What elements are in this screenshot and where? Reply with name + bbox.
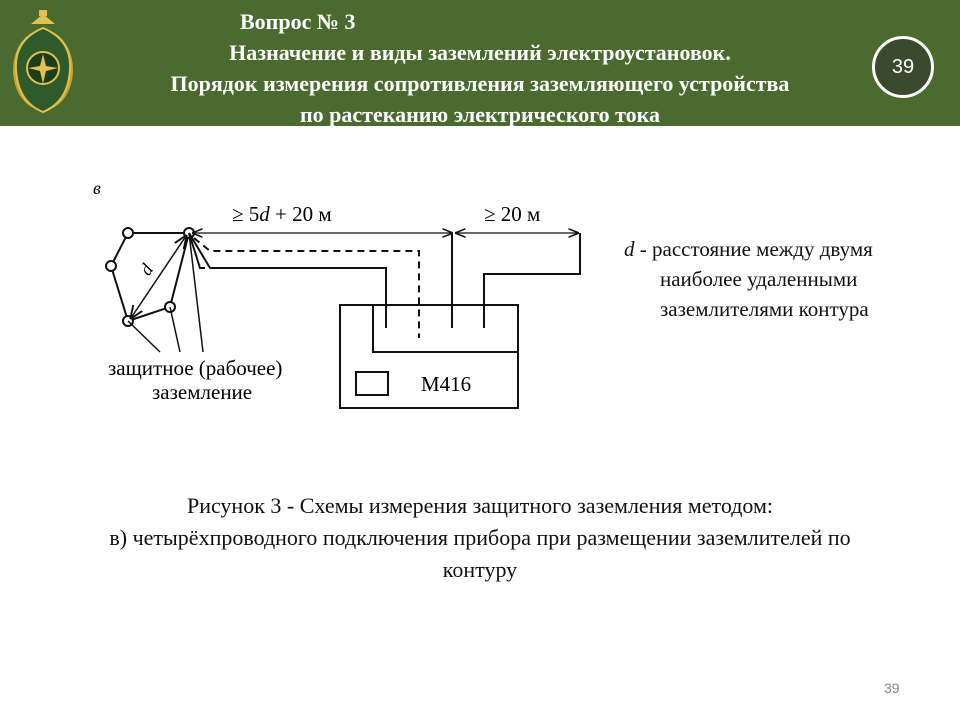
slide-title-line-3: по растеканию электрического тока: [299, 102, 661, 126]
device-display: [355, 371, 389, 396]
slide-title-line-2: Порядок измерения сопротивления заземляю…: [170, 71, 790, 96]
potential-wire-dashed: [193, 237, 420, 338]
contour-distance-label: d: [135, 259, 157, 278]
d-definition-line-2: наиболее удаленными: [660, 267, 858, 291]
distance-d-arrow: [131, 236, 186, 318]
dimension-left-label: ≥ 5d + 20 м: [232, 202, 332, 226]
military-emblem-icon: [13, 10, 73, 114]
question-number: Вопрос № 3: [240, 9, 356, 34]
grounding-measurement-diagram: в d защитное (рабочее) заземление ≥ 5d +…: [93, 178, 581, 409]
d-definition: d - расстояние между двумя наиболее удал…: [624, 234, 944, 324]
label-leader-lines: [127, 232, 204, 353]
slide-title-line-1: Назначение и виды заземлений электроуста…: [229, 40, 731, 65]
slide-number-badge: 39: [872, 36, 934, 98]
caption-line-3: контуру: [442, 557, 518, 582]
dimension-right-label: ≥ 20 м: [484, 202, 540, 226]
d-definition-line-1: d - расстояние между двумя: [624, 237, 873, 261]
figure-caption: Рисунок 3 - Схемы измерения защитного за…: [0, 490, 960, 586]
ground-label-line-2: заземление: [152, 380, 252, 404]
device-label: М416: [421, 372, 471, 396]
connection-wires: [188, 232, 581, 352]
caption-line-2: в) четырёхпроводного подключения прибора…: [109, 525, 851, 550]
d-definition-line-3: заземлителями контура: [660, 297, 869, 321]
page-number: 39: [884, 680, 900, 696]
caption-line-1: Рисунок 3 - Схемы измерения защитного за…: [186, 493, 774, 518]
measuring-device-m416: [339, 304, 519, 409]
panel-label: в: [93, 178, 101, 198]
ground-label-line-1: защитное (рабочее): [108, 356, 282, 380]
slide-header: Вопрос № 3 Назначение и виды заземлений …: [0, 0, 960, 126]
